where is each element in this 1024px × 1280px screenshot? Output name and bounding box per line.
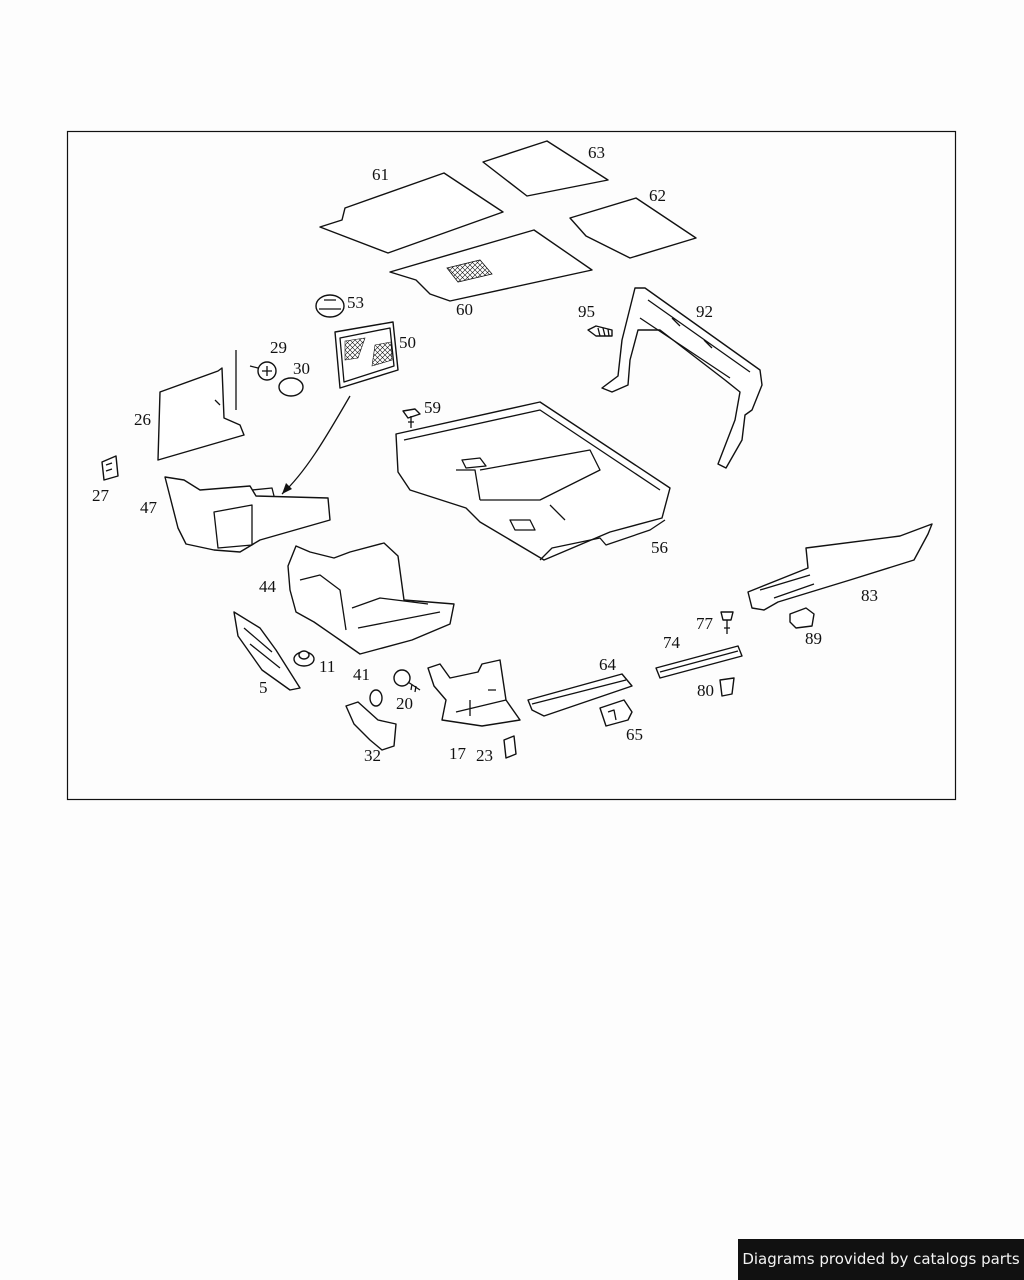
label-47: 47 bbox=[140, 498, 158, 517]
label-60: 60 bbox=[456, 300, 473, 319]
arrow-head bbox=[282, 483, 292, 494]
strip-74 bbox=[655, 645, 743, 679]
part-labels: 61 63 62 60 53 50 95 92 29 30 26 59 27 4… bbox=[92, 143, 878, 765]
clip-27 bbox=[101, 455, 119, 481]
label-89: 89 bbox=[805, 629, 822, 648]
nut-11 bbox=[293, 650, 315, 667]
clip-89 bbox=[789, 607, 815, 629]
floor-56 bbox=[395, 401, 671, 561]
sill-trim-83 bbox=[747, 523, 933, 611]
clip-53 bbox=[315, 294, 345, 318]
label-20: 20 bbox=[396, 694, 413, 713]
label-80: 80 bbox=[697, 681, 714, 700]
side-trim-47 bbox=[164, 476, 331, 553]
trim-panel-50 bbox=[334, 321, 399, 389]
label-63: 63 bbox=[588, 143, 605, 162]
panel-26 bbox=[157, 350, 245, 461]
label-59: 59 bbox=[424, 398, 441, 417]
mat-60 bbox=[389, 229, 593, 302]
label-92: 92 bbox=[696, 302, 713, 321]
clip-59 bbox=[402, 408, 421, 428]
arrow-50-to-47 bbox=[281, 395, 351, 495]
label-74: 74 bbox=[663, 633, 681, 652]
credit-banner: Diagrams provided by catalogs parts bbox=[738, 1239, 1024, 1280]
label-83: 83 bbox=[861, 586, 878, 605]
label-65: 65 bbox=[626, 725, 643, 744]
label-44: 44 bbox=[259, 577, 277, 596]
screw-95 bbox=[587, 325, 613, 337]
rear-frame-92 bbox=[601, 287, 763, 469]
screw-29 bbox=[249, 361, 277, 381]
label-62: 62 bbox=[649, 186, 666, 205]
label-95: 95 bbox=[578, 302, 595, 321]
label-53: 53 bbox=[347, 293, 364, 312]
label-27: 27 bbox=[92, 486, 110, 505]
label-77: 77 bbox=[696, 614, 714, 633]
mat-62 bbox=[569, 197, 697, 259]
label-41: 41 bbox=[353, 665, 370, 684]
diagram-frame bbox=[66, 130, 957, 801]
cap-80 bbox=[719, 677, 735, 697]
bracket-65 bbox=[599, 699, 633, 727]
mat-61 bbox=[319, 172, 504, 254]
label-5: 5 bbox=[259, 678, 268, 697]
clip-23 bbox=[503, 735, 517, 759]
screw-20 bbox=[393, 669, 421, 693]
label-61: 61 bbox=[372, 165, 389, 184]
mat-63 bbox=[482, 140, 609, 197]
bracket-32 bbox=[345, 701, 397, 751]
footwell-44 bbox=[287, 542, 455, 655]
label-11: 11 bbox=[319, 657, 335, 676]
label-17: 17 bbox=[449, 744, 467, 763]
label-23: 23 bbox=[476, 746, 493, 765]
panel-5 bbox=[233, 611, 301, 691]
label-26: 26 bbox=[134, 410, 151, 429]
label-50: 50 bbox=[399, 333, 416, 352]
grommet-41 bbox=[369, 689, 383, 707]
label-32: 32 bbox=[364, 746, 381, 765]
sill-64 bbox=[527, 673, 633, 717]
cover-17 bbox=[427, 659, 521, 727]
label-30: 30 bbox=[293, 359, 310, 378]
label-29: 29 bbox=[270, 338, 287, 357]
clip-77 bbox=[720, 611, 734, 634]
label-56: 56 bbox=[651, 538, 668, 557]
cap-30 bbox=[278, 377, 304, 397]
label-64: 64 bbox=[599, 655, 617, 674]
